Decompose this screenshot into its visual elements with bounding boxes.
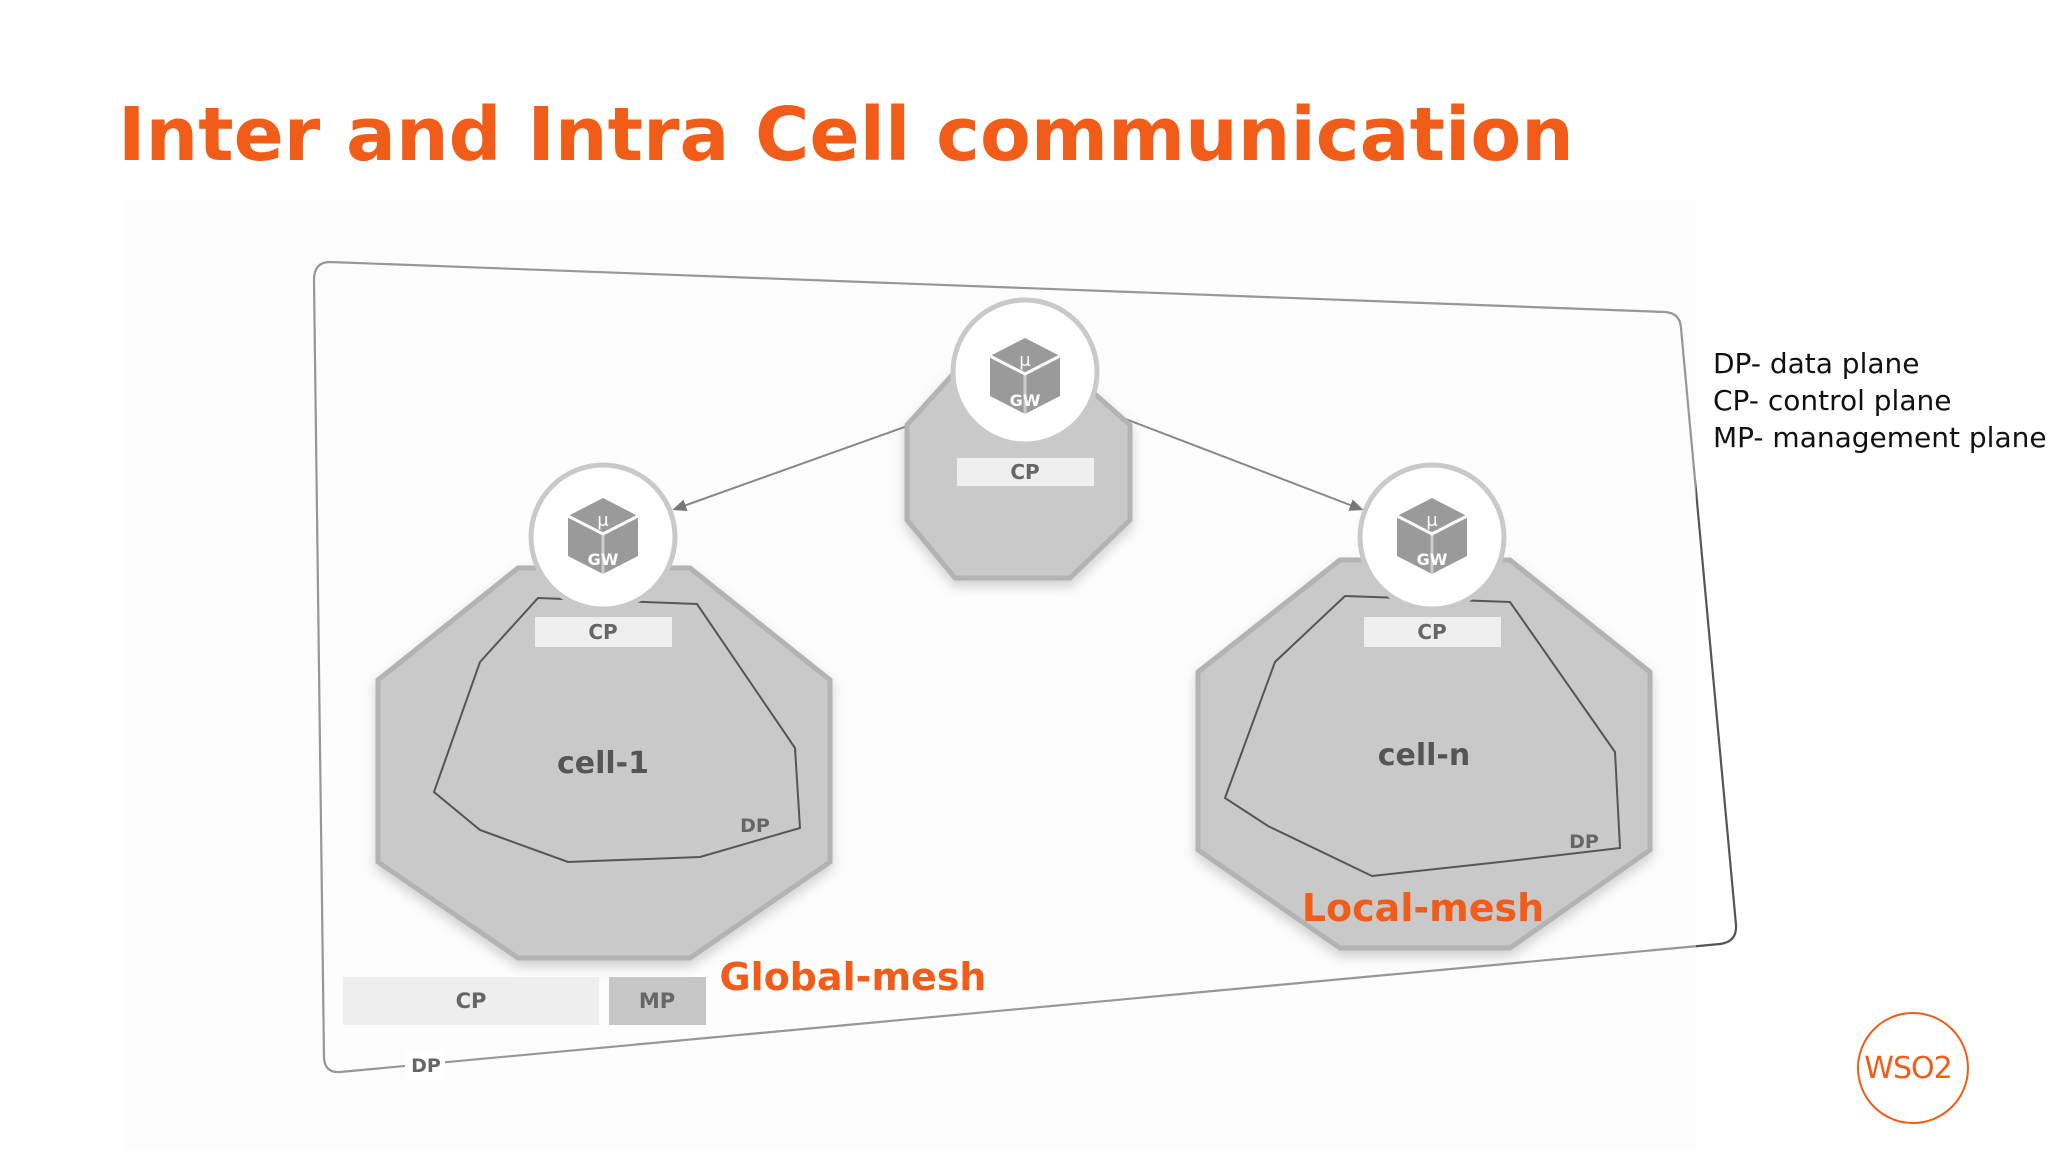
gateway-cube-icon: [989, 338, 1061, 414]
cell-n-dp-region: [1223, 594, 1622, 878]
link-top-to-cell-n: [1101, 409, 1364, 511]
cell-n-gateway-label: GW: [1417, 550, 1448, 569]
cell-1-name: cell-1: [557, 746, 649, 781]
cell-1: [375, 565, 833, 961]
legend-item-mp: MP- management plane: [1713, 421, 2047, 454]
cell-1-cp-bar: [535, 617, 672, 647]
cell-n: [1195, 557, 1653, 951]
local-mesh-label: Local-mesh: [1302, 886, 1544, 930]
wso2-logo: WSO2: [1857, 1012, 1969, 1124]
cell-n-cp-bar: [1364, 617, 1501, 647]
cell-1-dp-label: DP: [740, 815, 770, 837]
cell-1-gateway-label: GW: [588, 550, 619, 569]
top-gateway-label: GW: [1010, 391, 1041, 410]
top-gateway: μ GW: [950, 297, 1100, 447]
cell-n-dp-label: DP: [1569, 831, 1599, 853]
global-mp-label: MP: [639, 989, 675, 1013]
top-cp-bar: [957, 458, 1094, 486]
legend-item-dp: DP- data plane: [1713, 347, 1920, 380]
cell-1-cp-label: CP: [588, 620, 617, 644]
cell-n-name: cell-n: [1378, 738, 1471, 773]
top-gateway-mu: μ: [1019, 350, 1031, 371]
cell-n-gateway-mu: μ: [1426, 510, 1438, 531]
gateway-cube-icon: [567, 498, 639, 574]
outer-dp-label: DP: [411, 1055, 441, 1077]
global-mesh-label: Global-mesh: [719, 955, 986, 999]
top-cp-label: CP: [1010, 460, 1039, 484]
global-cp-bar: [343, 977, 599, 1025]
outer-dp-label-bg: [405, 1050, 445, 1080]
cell-n-gateway: μ GW: [1357, 462, 1507, 612]
legend: DP- data plane CP- control plane MP- man…: [1713, 345, 2047, 456]
global-cp-label: CP: [456, 989, 487, 1013]
cell-1-gateway-mu: μ: [597, 510, 609, 531]
cell-n-cp-label: CP: [1417, 620, 1446, 644]
wso2-logo-text: WSO2: [1864, 1051, 1951, 1086]
cell-1-gateway: μ GW: [528, 462, 678, 612]
slide-title: Inter and Intra Cell communication: [118, 92, 1574, 178]
global-mp-bar: [609, 977, 706, 1025]
cell-1-dp-region: [432, 596, 802, 864]
gateway-cube-icon: [1396, 498, 1468, 574]
legend-item-cp: CP- control plane: [1713, 384, 1952, 417]
